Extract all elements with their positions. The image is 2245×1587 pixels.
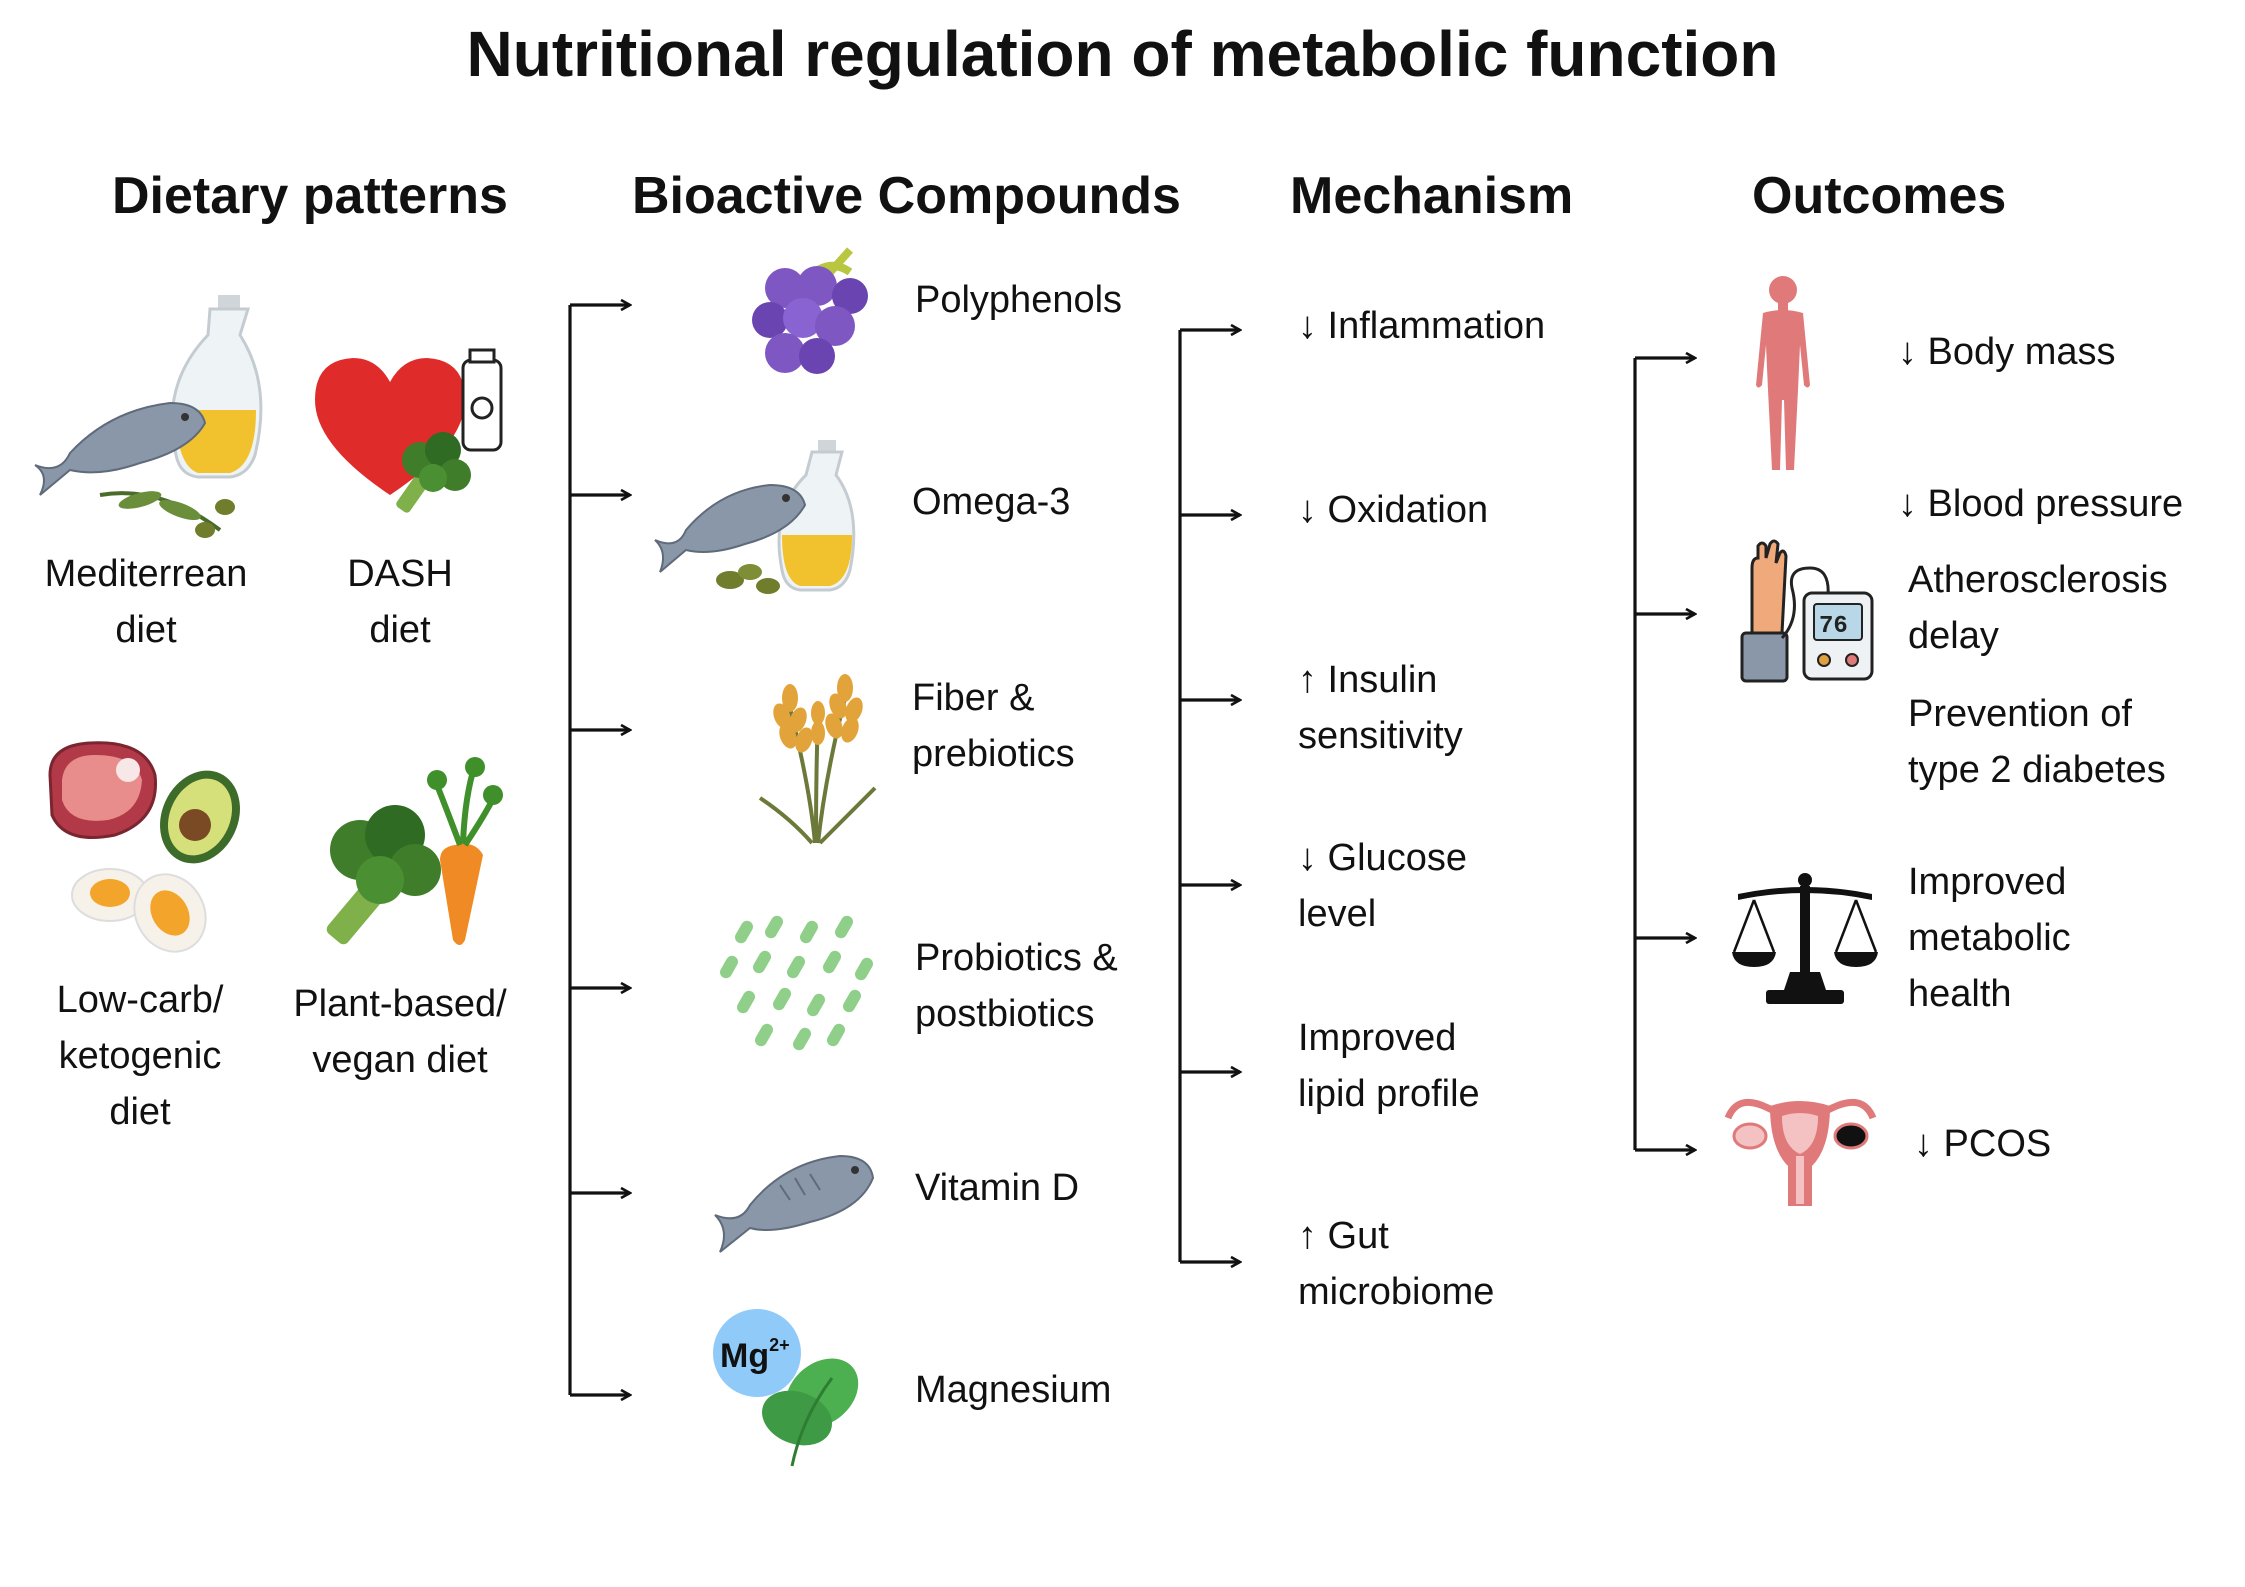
diet-label-plant-based: Plant-based/vegan diet xyxy=(293,983,507,1081)
outcome-label-body-mass: ↓ Body mass xyxy=(1898,331,2116,373)
fish-olive-oil-icon xyxy=(654,440,856,594)
bioactive-compounds-header: Bioactive Compounds xyxy=(632,167,1181,225)
outcome-label-blood-pressure: ↓ Blood pressure xyxy=(1898,483,2184,525)
dietary-patterns-header: Dietary patterns xyxy=(112,167,508,225)
compound-label-polyphenols: Polyphenols xyxy=(915,279,1123,321)
compound-label-magnesium: Magnesium xyxy=(915,1369,1112,1411)
blood-pressure-monitor-icon: 76 xyxy=(1740,539,1874,683)
mechanism-label-inflammation: ↓ Inflammation xyxy=(1298,305,1546,347)
magnesium-badge: Mg2+ xyxy=(720,1335,790,1375)
compound-label-vitamin-d: Vitamin D xyxy=(915,1167,1080,1209)
svg-text:76: 76 xyxy=(1819,613,1848,640)
outcome-label-pcos: ↓ PCOS xyxy=(1914,1123,2052,1165)
uterus-icon xyxy=(1724,1098,1877,1206)
mechanism-label-oxidation: ↓ Oxidation xyxy=(1298,489,1489,531)
heart-broccoli-milk-icon xyxy=(315,348,503,513)
outcomes-header: Outcomes xyxy=(1752,167,2007,225)
meat-avocado-egg-icon xyxy=(48,741,240,953)
balance-scale-icon xyxy=(1732,873,1878,1004)
compound-label-probiotics: Probiotics &postbiotics xyxy=(915,937,1118,1035)
bacteria-icon xyxy=(720,915,873,1051)
fish-icon xyxy=(714,1154,875,1253)
magnesium-leaf-icon: Mg2+ xyxy=(713,1309,859,1467)
human-body-icon xyxy=(1756,276,1810,470)
mechanism-header: Mechanism xyxy=(1290,167,1574,225)
grapes-icon xyxy=(752,247,868,374)
compound-label-omega3: Omega-3 xyxy=(912,481,1071,523)
page-title: Nutritional regulation of metabolic func… xyxy=(466,18,1779,90)
compound-label-fiber: Fiber &prebiotics xyxy=(912,677,1075,775)
broccoli-carrot-icon xyxy=(326,757,503,945)
fish-olive-oil-icon xyxy=(34,295,263,538)
wheat-icon xyxy=(758,674,877,845)
